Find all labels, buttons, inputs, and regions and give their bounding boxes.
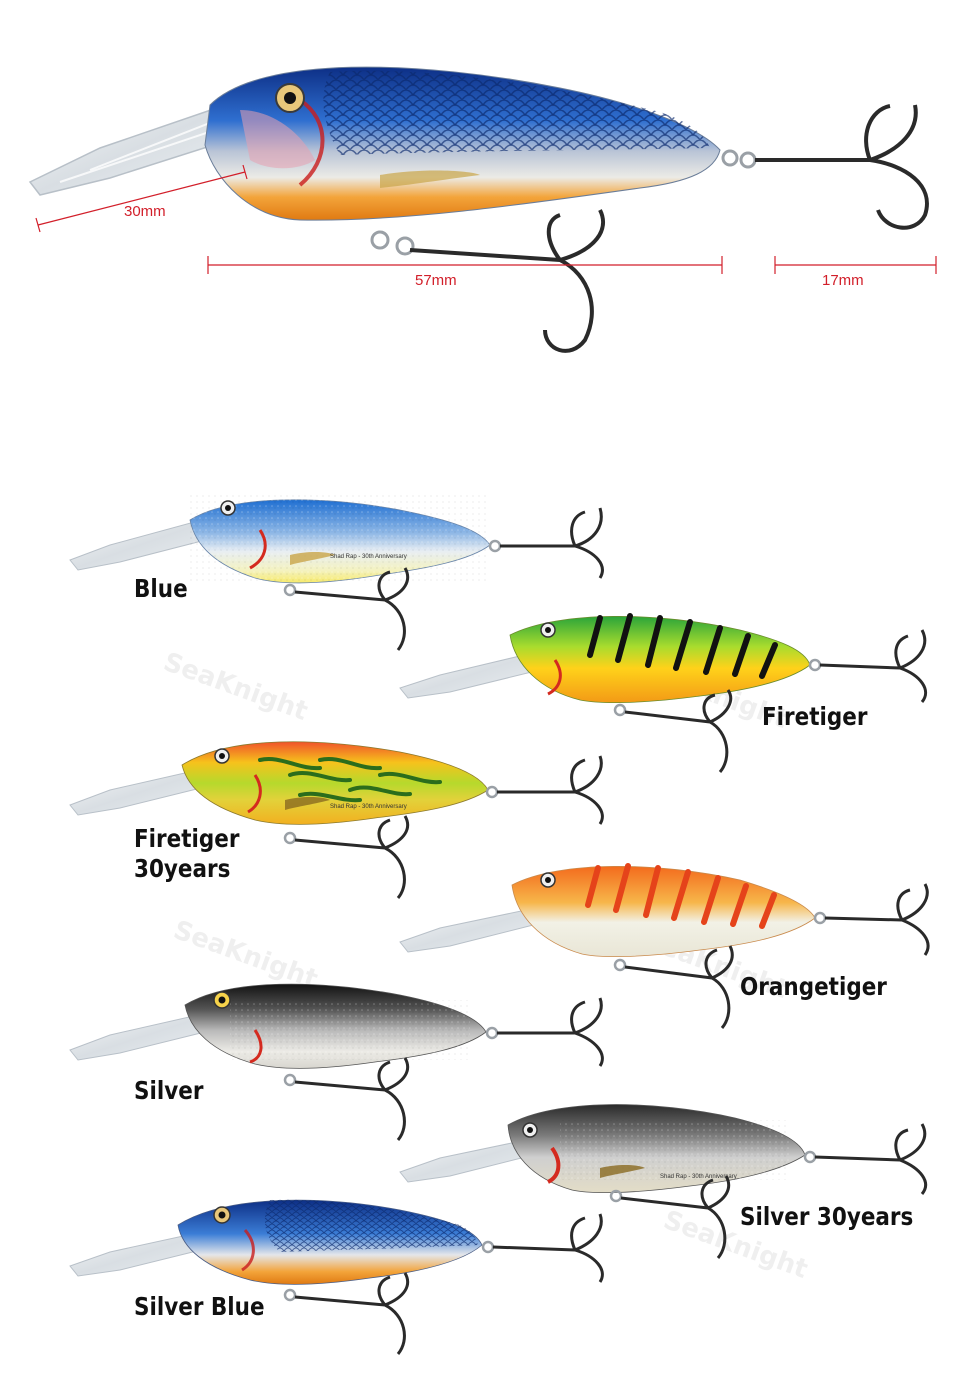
treble-hook: [755, 104, 929, 230]
variant-label-silver-blue: Silver Blue: [134, 1292, 265, 1321]
main-lure: [28, 66, 929, 353]
treble-hook: [409, 209, 606, 353]
dimension-lines: [35, 164, 937, 274]
variant-label-silver-30years: Silver 30years: [740, 1202, 914, 1231]
lure-silver-blue: [69, 1199, 604, 1355]
lure-blue: Shad Rap - 30th Anniversary: [69, 495, 604, 651]
variant-label-firetiger-30years: Firetiger 30years: [134, 824, 240, 883]
lure-firetiger: [399, 613, 928, 773]
variant-label-silver: Silver: [134, 1076, 204, 1105]
lure-print: Shad Rap - 30th Anniversary: [660, 1174, 737, 1180]
lure-print: Shad Rap - 30th Anniversary: [330, 554, 407, 560]
variant-label-orangetiger: Orangetiger: [740, 972, 887, 1001]
variant-label-firetiger: Firetiger: [762, 702, 868, 731]
lure-firetiger-30years: Shad Rap - 30th Anniversary: [69, 741, 604, 899]
lure-silver-30years: Shad Rap - 30th Anniversary: [399, 1104, 928, 1259]
lip-length-label: 30mm: [124, 203, 166, 220]
variant-label-blue: Blue: [134, 574, 188, 603]
gill: [298, 98, 325, 187]
lure-print: Shad Rap - 30th Anniversary: [330, 804, 407, 810]
hook-length-label: 17mm: [822, 272, 864, 289]
lure-orangetiger: [399, 863, 930, 1029]
lure-silver: [69, 983, 604, 1141]
body-length-label: 57mm: [415, 272, 457, 289]
